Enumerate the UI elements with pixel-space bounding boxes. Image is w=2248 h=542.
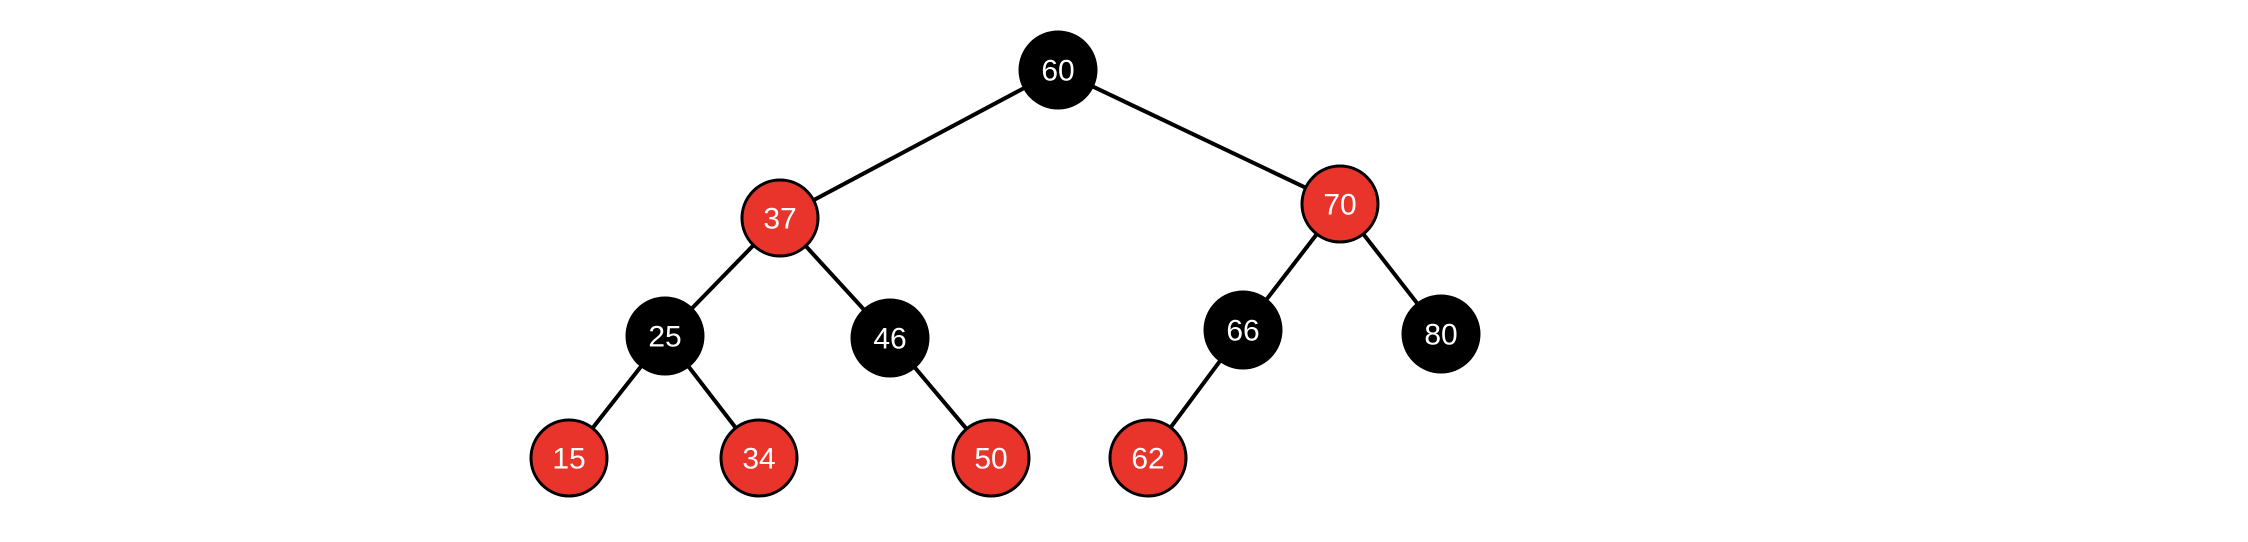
tree-node-70[interactable]: 70 (1300, 164, 1380, 244)
tree-nodes-group: 60 37 70 25 46 66 80 15 34 50 62 (529, 30, 1481, 498)
tree-node-25[interactable]: 25 (625, 296, 705, 376)
node-circle-80[interactable] (1401, 294, 1481, 374)
node-circle-60[interactable] (1018, 30, 1098, 110)
node-circle-66[interactable] (1203, 290, 1283, 370)
tree-node-34[interactable]: 34 (719, 418, 799, 498)
tree-node-15[interactable]: 15 (529, 418, 609, 498)
tree-node-46[interactable]: 46 (850, 298, 930, 378)
node-circle-34[interactable] (719, 418, 799, 498)
node-circle-46[interactable] (850, 298, 930, 378)
tree-edge-66-62 (1167, 356, 1224, 432)
tree-node-62[interactable]: 62 (1108, 418, 1188, 498)
node-circle-25[interactable] (625, 296, 705, 376)
node-circle-62[interactable] (1108, 418, 1188, 498)
tree-edge-60-37 (809, 84, 1029, 204)
tree-edge-70-80 (1360, 230, 1421, 308)
tree-edge-25-34 (684, 362, 740, 432)
tree-node-60[interactable]: 60 (1018, 30, 1098, 110)
tree-node-37[interactable]: 37 (740, 178, 820, 258)
tree-edge-46-50 (911, 363, 970, 433)
node-circle-70[interactable] (1300, 164, 1380, 244)
tree-edge-37-25 (688, 241, 757, 313)
tree-edge-25-15 (589, 362, 645, 432)
tree-node-80[interactable]: 80 (1401, 294, 1481, 374)
node-circle-37[interactable] (740, 178, 820, 258)
tree-edge-60-70 (1088, 83, 1310, 191)
tree-node-50[interactable]: 50 (951, 418, 1031, 498)
node-circle-50[interactable] (951, 418, 1031, 498)
tree-edge-37-46 (802, 242, 868, 314)
tree-node-66[interactable]: 66 (1203, 290, 1283, 370)
node-circle-15[interactable] (529, 418, 609, 498)
tree-edges-group (589, 83, 1421, 433)
tree-edge-70-66 (1262, 230, 1321, 304)
